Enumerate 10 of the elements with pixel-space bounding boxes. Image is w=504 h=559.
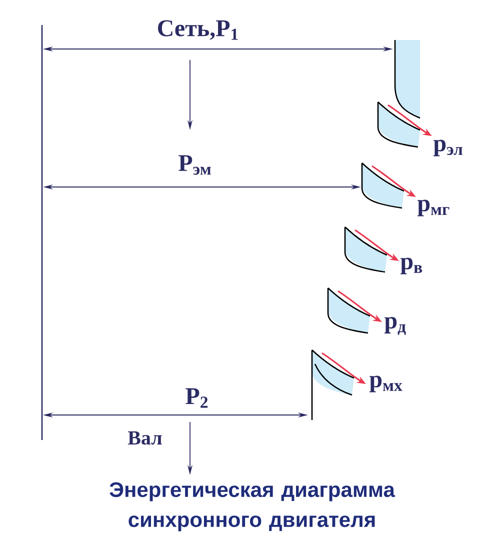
- power-label: P$_{эм}$: [178, 155, 211, 175]
- power-label: p$_{мг}$: [418, 200, 450, 216]
- power-label: P$_{2}$: [186, 388, 208, 408]
- power-label: p$_{мх}$: [370, 376, 402, 392]
- power-label: p$_{в}$: [400, 258, 422, 274]
- power-label: p$_{эл}$: [434, 140, 462, 156]
- power-label: p$_{д}$: [384, 317, 406, 335]
- power-label: Сеть,P$_{1}$: [158, 20, 238, 40]
- power-label: Вал: [128, 431, 162, 445]
- caption-text: Энергетическая диаграмма синхронного двигателя: [110, 482, 396, 532]
